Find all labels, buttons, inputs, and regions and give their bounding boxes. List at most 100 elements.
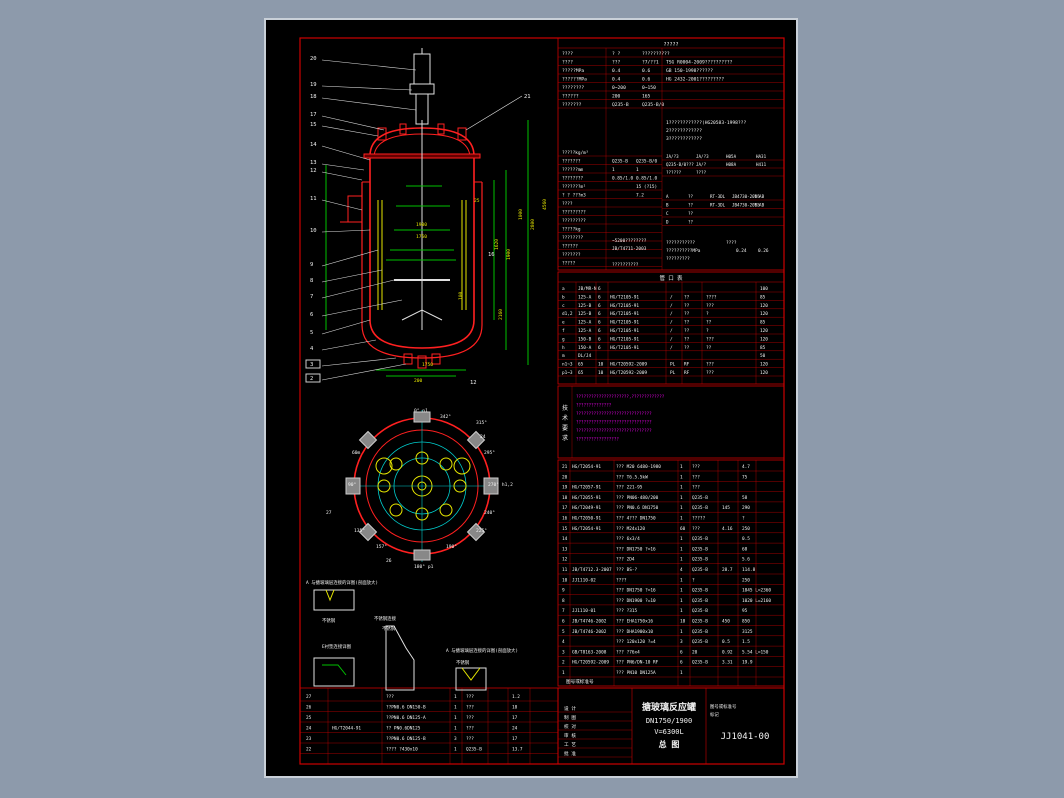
nozzle-circle bbox=[439, 457, 453, 471]
nozzle-cell: 125-A bbox=[578, 328, 592, 334]
weld-cell: JA/?3 bbox=[696, 154, 709, 159]
part-cell: 145 bbox=[722, 505, 730, 511]
part-cell: 3 bbox=[680, 639, 683, 645]
tech-cell: 0.85/1.0 bbox=[612, 176, 634, 182]
part-cell: 1 bbox=[680, 670, 683, 676]
nozzle-cell: / bbox=[670, 303, 673, 309]
part-callout: 15 bbox=[310, 122, 317, 128]
part-cell: Q235-B bbox=[692, 629, 708, 635]
nozzle-cell: 125-B bbox=[578, 303, 592, 309]
tech-cell: ?7/??1 bbox=[642, 60, 659, 66]
part-cell: ??? ?76x4 bbox=[616, 649, 640, 655]
dimension-text: 1900 bbox=[506, 249, 512, 260]
note-line: 2???????????? bbox=[666, 128, 702, 134]
lower-part-cell: ??PN0.6 DN125-A bbox=[386, 715, 426, 721]
title-block-role: 设 计 bbox=[564, 705, 576, 712]
part-callout: 8 bbox=[310, 278, 313, 284]
part-cell: 3.31 bbox=[722, 660, 733, 666]
nozzle-cell: 125-B bbox=[578, 311, 592, 317]
part-cell: 1 bbox=[680, 557, 683, 563]
nozzle-cell: a bbox=[562, 287, 565, 292]
part-cell: Q235-B bbox=[692, 598, 708, 604]
nozzle-circle bbox=[415, 451, 429, 465]
nozzle-cell: 65 bbox=[578, 370, 584, 376]
tech-cell: ???????? bbox=[562, 235, 584, 241]
lower-part-cell: 24 bbox=[306, 726, 312, 732]
nozzle-cell: JB/MR-N bbox=[578, 286, 597, 292]
nozzle-cell: 6 bbox=[598, 311, 601, 317]
weld-cell: H05A bbox=[726, 154, 737, 159]
nozzle-cell: f bbox=[562, 328, 565, 334]
part-cell: ??? PN6/DN-10 RF bbox=[616, 660, 659, 666]
part-cell: 95 bbox=[742, 608, 748, 614]
part-cell: 6 bbox=[562, 619, 565, 625]
nozzle-cell: HG/T2105-91 bbox=[610, 345, 639, 351]
tech-note: ?????????????? bbox=[576, 403, 612, 408]
part-callout: 21 bbox=[524, 94, 531, 100]
tech-cell: ???? bbox=[562, 60, 573, 66]
part-callout: 12 bbox=[470, 380, 477, 386]
part-cell: ??? EHA1750x16 bbox=[616, 619, 653, 625]
nozzle-cell: 65 bbox=[578, 362, 584, 368]
weld-cell: H08A bbox=[726, 162, 737, 167]
title-block-role: 校 对 bbox=[564, 723, 576, 730]
lower-part-cell: ??PN0.6 DN125-B bbox=[386, 736, 426, 742]
part-cell: 1 bbox=[562, 670, 565, 676]
ndt-cell: C bbox=[666, 211, 669, 216]
nozzle-cell: ?? bbox=[684, 303, 690, 309]
dimension-text: 2800 bbox=[530, 219, 536, 230]
part-cell: 1 bbox=[680, 485, 683, 491]
nozzle-cell: g bbox=[562, 337, 565, 342]
tech-cell: 1 bbox=[612, 167, 615, 173]
lower-part-cell: 18 bbox=[512, 705, 518, 711]
part-cell: ??? DN1900 ?=10 bbox=[616, 598, 656, 604]
part-cell: Q235-B bbox=[692, 536, 708, 542]
part-cell: 16 bbox=[562, 516, 568, 522]
nozzle-cell: 10 bbox=[598, 370, 604, 376]
motor-drive bbox=[413, 53, 431, 85]
label: 术 bbox=[562, 414, 568, 422]
part-cell: ??? PN0.6 DN1750 bbox=[616, 505, 659, 511]
tech-cell: ? ? bbox=[612, 51, 621, 57]
nozzle-cell: 120 bbox=[760, 311, 768, 317]
part-cell: 9 bbox=[562, 588, 565, 594]
part-cell: 3 bbox=[562, 649, 565, 655]
lower-part-cell: 1 bbox=[454, 747, 457, 753]
part-cell: 1 bbox=[680, 588, 683, 594]
nozzle-cell: ??? bbox=[706, 370, 714, 376]
nozzle-cell: ?? bbox=[684, 320, 690, 326]
part-cell: 1.5 bbox=[742, 639, 750, 645]
nozzle-cell: 120 bbox=[760, 370, 768, 376]
part-cell: HG/T20592-2009 bbox=[572, 660, 609, 666]
note-line: 1????????????(HG20583-1998??? bbox=[666, 120, 746, 126]
part-cell: 19.9 bbox=[742, 660, 753, 666]
label: 求 bbox=[562, 434, 568, 442]
part-cell: 4.16 bbox=[722, 526, 733, 532]
label: JB/T4711-2003 bbox=[612, 246, 647, 252]
nozzle-cell: 6 bbox=[598, 286, 601, 292]
tech-cell: ???? bbox=[562, 201, 573, 207]
part-cell: ??? PN10 DN125A bbox=[616, 670, 656, 676]
part-cell: 18 bbox=[680, 619, 686, 625]
lower-part-cell: ??? bbox=[386, 694, 394, 700]
part-cell: ??? bbox=[692, 474, 700, 480]
lower-part-cell: 1 bbox=[454, 694, 457, 700]
part-cell: 1 bbox=[680, 495, 683, 501]
nozzle-cell: / bbox=[670, 311, 673, 317]
part-cell: JB/T4746-2002 bbox=[572, 619, 607, 625]
nozzle-cell: 120 bbox=[760, 362, 768, 368]
part-cell: ????? bbox=[692, 516, 706, 522]
weld-cell: H411 bbox=[756, 162, 767, 167]
part-cell: 1 bbox=[680, 546, 683, 552]
part-cell: 21 bbox=[562, 464, 568, 470]
nozzle-cell: PL bbox=[670, 370, 676, 376]
nozzle-cell: h bbox=[562, 345, 565, 351]
nozzle-cell: 10 bbox=[598, 362, 604, 368]
tech-cell: ???????? bbox=[562, 176, 584, 182]
lower-part-cell: 1 bbox=[454, 705, 457, 711]
label: ???? bbox=[726, 240, 737, 246]
tech-cell: ?????? bbox=[562, 244, 578, 250]
label: ??????????MPa bbox=[666, 248, 701, 254]
part-cell: 1020 L=2160 bbox=[742, 598, 771, 604]
